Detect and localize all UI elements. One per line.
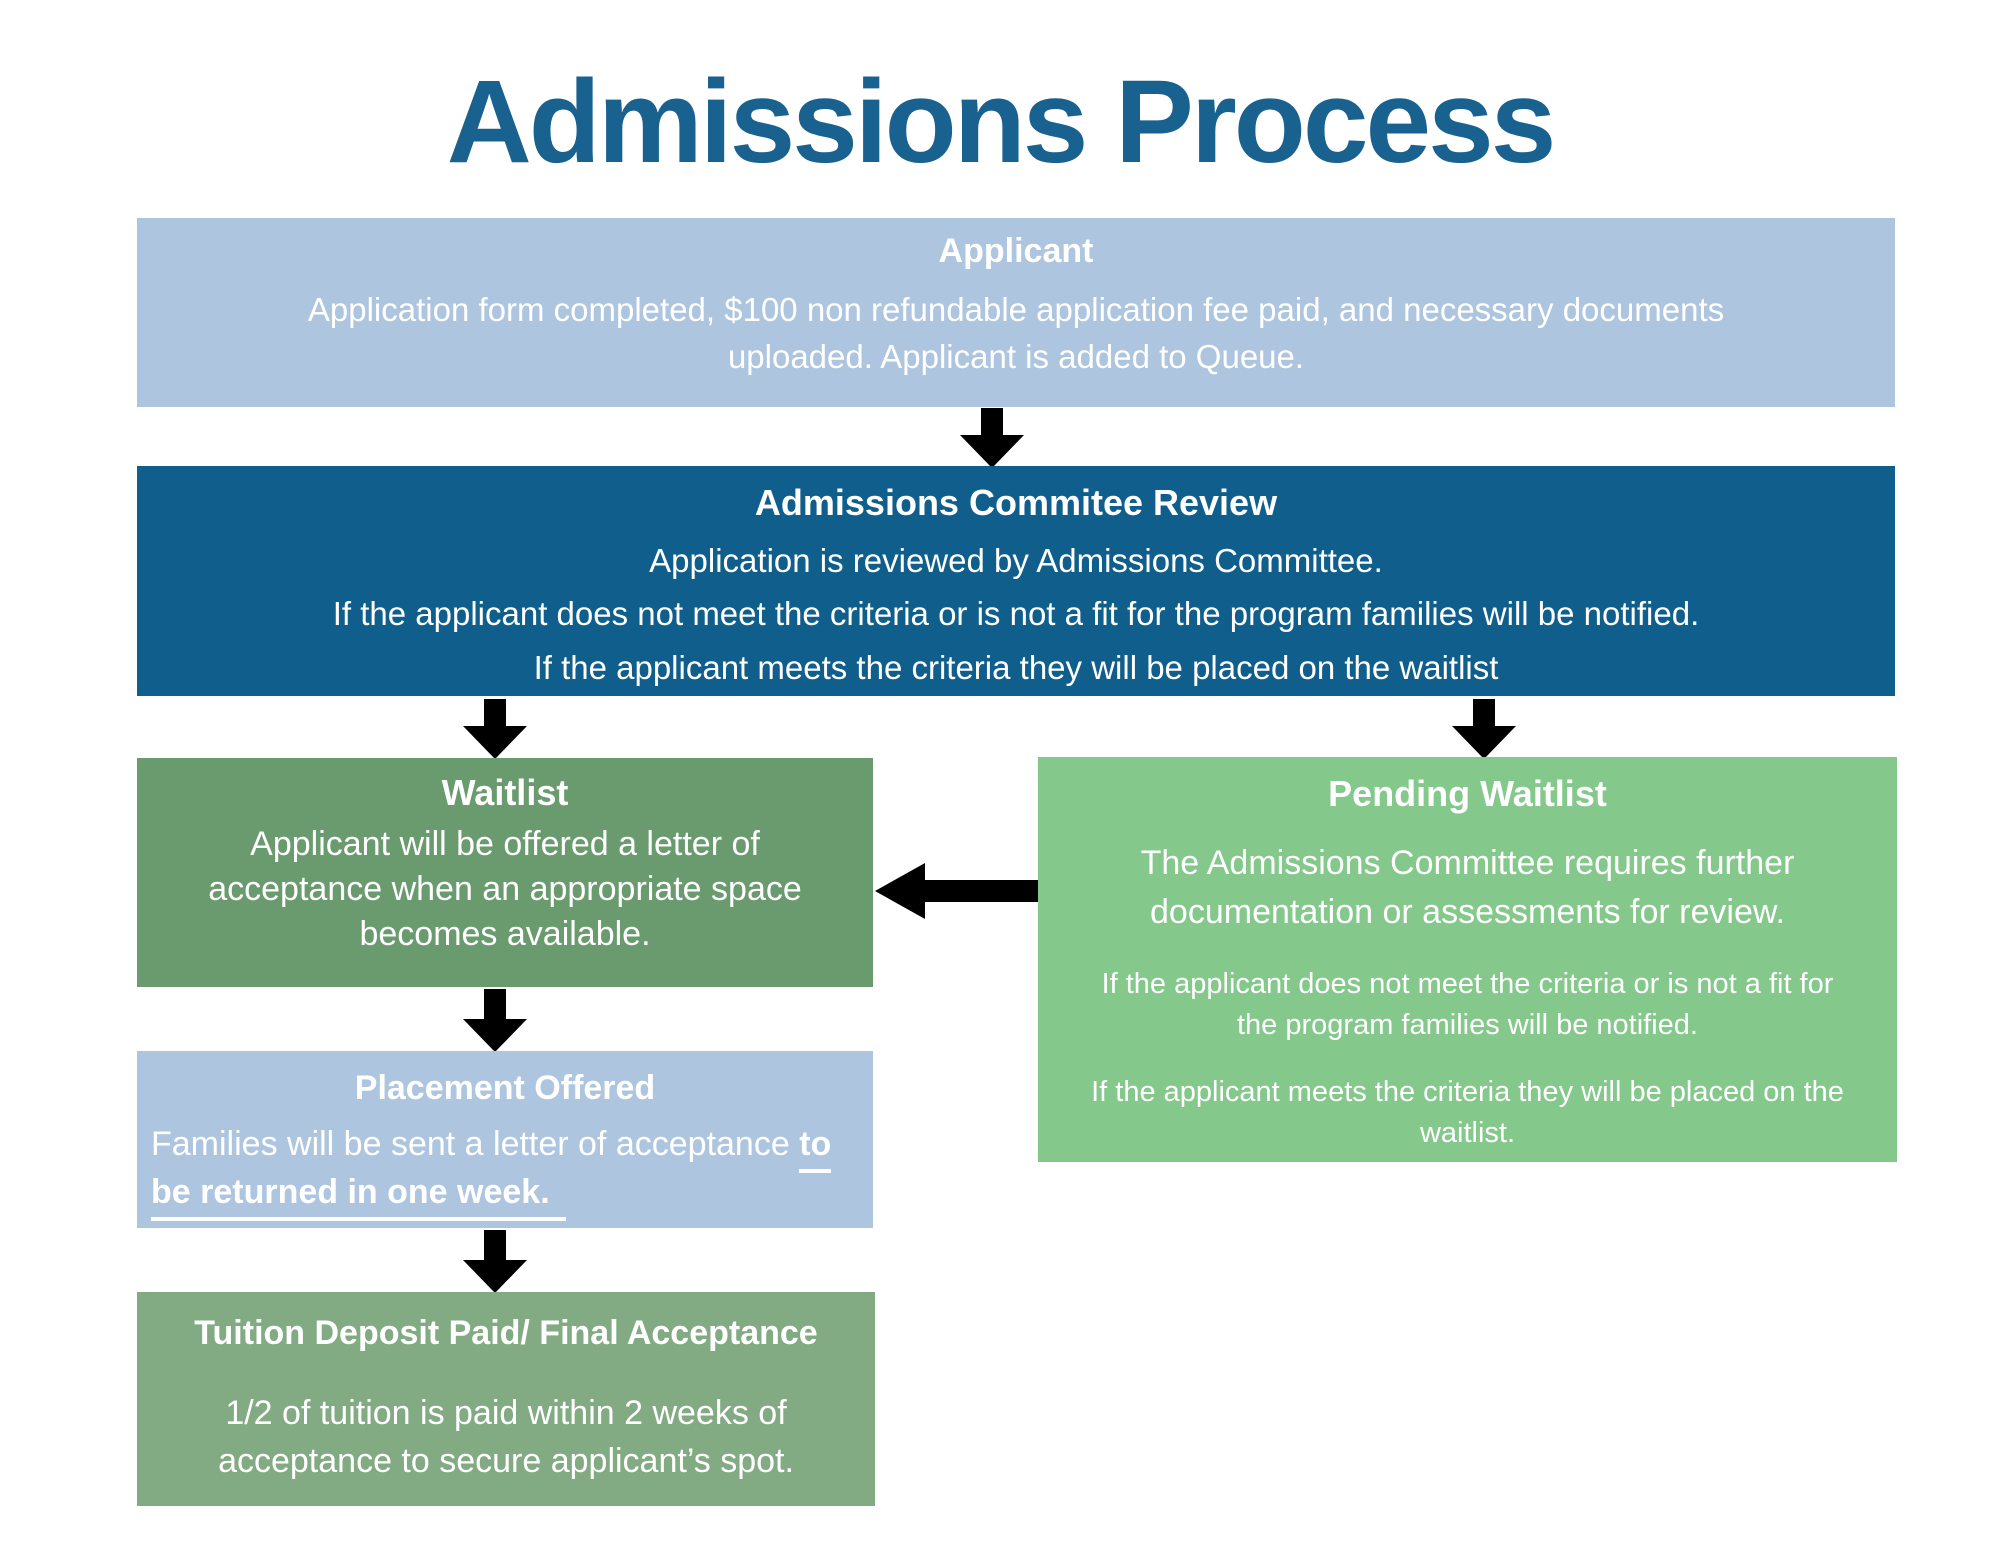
arrow-down-icon [463, 699, 527, 759]
arrow-shaft [484, 1230, 506, 1260]
pending-waitlist-box: Pending Waitlist The Admissions Committe… [1038, 757, 1897, 1162]
arrow-shaft [1473, 699, 1495, 726]
applicant-body: Application form completed, $100 non ref… [307, 291, 1725, 375]
applicant-box: Applicant Application form completed, $1… [137, 218, 1895, 407]
arrow-down-icon [463, 989, 527, 1052]
placement-body: Families will be sent a letter of accept… [137, 1120, 873, 1222]
placement-offered-box: Placement Offered Families will be sent … [137, 1051, 873, 1228]
review-line: If the applicant does not meet the crite… [332, 595, 1700, 633]
arrow-down-icon [463, 1230, 527, 1293]
waitlist-heading: Waitlist [441, 772, 569, 813]
placement-heading: Placement Offered [354, 1069, 656, 1107]
arrow-head [463, 1019, 527, 1052]
arrow-head [875, 863, 925, 919]
arrow-shaft [484, 699, 506, 726]
arrow-shaft [925, 880, 1038, 902]
admissions-committee-review-box: Admissions Commitee Review Application i… [137, 466, 1895, 696]
tuition-heading: Tuition Deposit Paid/ Final Acceptance [194, 1314, 818, 1352]
arrow-head [1452, 726, 1516, 759]
arrow-shaft [484, 989, 506, 1019]
arrow-head [463, 726, 527, 759]
arrow-down-icon [960, 408, 1024, 468]
pending-waitlist-paragraph: If the applicant does not meet the crite… [1101, 967, 1834, 1041]
arrow-down-icon [1452, 699, 1516, 759]
pending-waitlist-paragraph: The Admissions Committee requires furthe… [1140, 844, 1795, 932]
tuition-deposit-box: Tuition Deposit Paid/ Final Acceptance 1… [137, 1292, 875, 1506]
placement-body-regular: Families will be sent a letter of accept… [151, 1125, 800, 1163]
arrow-head [960, 435, 1024, 468]
arrow-head [463, 1260, 527, 1293]
tuition-body: 1/2 of tuition is paid within 2 weeks of… [218, 1394, 794, 1481]
review-line: If the applicant meets the criteria they… [533, 648, 1499, 686]
waitlist-body: Applicant will be offered a letter of ac… [208, 825, 802, 954]
review-line: Application is reviewed by Admissions Co… [649, 542, 1383, 579]
arrow-shaft [981, 408, 1003, 435]
applicant-heading: Applicant [938, 232, 1094, 270]
page-title: Admissions Process [446, 56, 1557, 188]
review-body: Application is reviewed by Admissions Co… [137, 534, 1895, 694]
review-heading: Admissions Commitee Review [754, 482, 1278, 523]
pending-waitlist-paragraph: If the applicant meets the criteria they… [1091, 1075, 1844, 1150]
pending-waitlist-heading: Pending Waitlist [1328, 773, 1607, 814]
waitlist-box: Waitlist Applicant will be offered a let… [137, 758, 873, 987]
placement-body-bold-underlined: to be returned in one week. [151, 1125, 832, 1222]
arrow-left-icon [875, 863, 1038, 919]
